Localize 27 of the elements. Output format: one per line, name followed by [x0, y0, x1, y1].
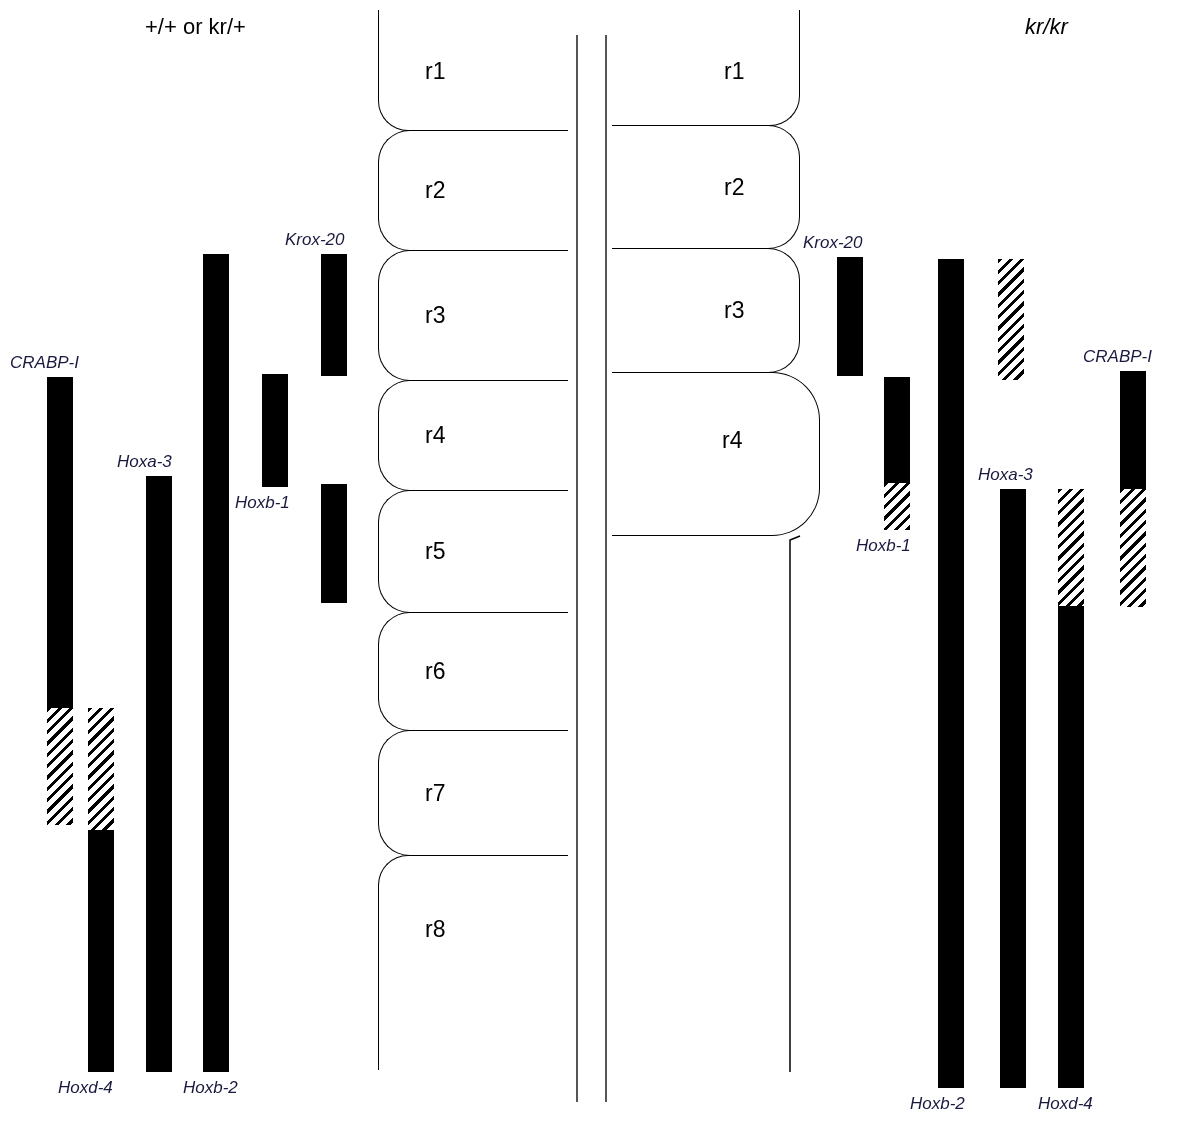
genotype-heading: kr/kr: [1025, 13, 1068, 41]
gene-label: Krox-20: [803, 233, 863, 253]
rhombomere-label: r4: [722, 429, 743, 455]
gene-label: Krox-20: [285, 230, 345, 250]
rhombomere-label: r6: [425, 660, 446, 683]
gene-label: Hoxa-3: [117, 452, 172, 472]
rhombomere-label: r4: [425, 424, 446, 447]
gene-label: Hoxd-4: [1038, 1094, 1093, 1114]
rhombomere-label: r1: [724, 60, 745, 86]
rhombomere-segment: [612, 372, 820, 536]
gene-label: Hoxa-3: [978, 465, 1033, 485]
gene-label: Hoxb-2: [183, 1078, 238, 1098]
rhombomere-label: r2: [724, 175, 745, 199]
gene-label: Hoxb-2: [910, 1094, 965, 1114]
genotype-heading: +/+ or kr/+: [145, 13, 246, 41]
rhombomere-label: r2: [425, 179, 446, 202]
gene-label: Hoxb-1: [235, 493, 290, 513]
gene-label: CRABP-I: [1083, 347, 1152, 367]
rhombomere-label: r3: [724, 299, 745, 322]
rhombomere-label: r3: [425, 304, 446, 327]
gene-label: CRABP-I: [10, 353, 79, 373]
rhombomere-label: r7: [425, 781, 446, 805]
rhombomere-label: r8: [425, 918, 446, 944]
gene-label: Hoxd-4: [58, 1078, 113, 1098]
rhombomere-label: r5: [425, 540, 446, 563]
rhombomere-label: r1: [425, 60, 446, 86]
gene-label: Hoxb-1: [856, 536, 911, 556]
